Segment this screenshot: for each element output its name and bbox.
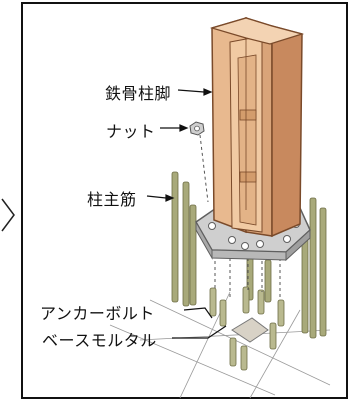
steel-column	[209, 16, 305, 238]
side-bracket-mark	[1, 198, 15, 232]
label-leaders	[146, 88, 227, 339]
rebar	[264, 259, 272, 303]
label-main-rebar: 柱主筋	[87, 190, 137, 209]
label-nut: ナット	[106, 122, 156, 141]
label-column-base: 鉄骨柱脚	[105, 84, 172, 103]
rebar	[319, 207, 327, 337]
nut-icon	[189, 121, 205, 136]
rebar	[189, 204, 197, 306]
label-anchor-bolt: アンカーボルト	[40, 304, 155, 323]
rebar-group	[171, 171, 327, 339]
rebar	[182, 181, 190, 307]
base-mortar-pad	[231, 317, 269, 343]
floor-grid	[109, 291, 331, 399]
rebar	[171, 171, 179, 303]
anchor-bolts	[209, 286, 285, 371]
rebar	[309, 197, 317, 339]
label-base-mortar: ベースモルタル	[42, 331, 157, 350]
